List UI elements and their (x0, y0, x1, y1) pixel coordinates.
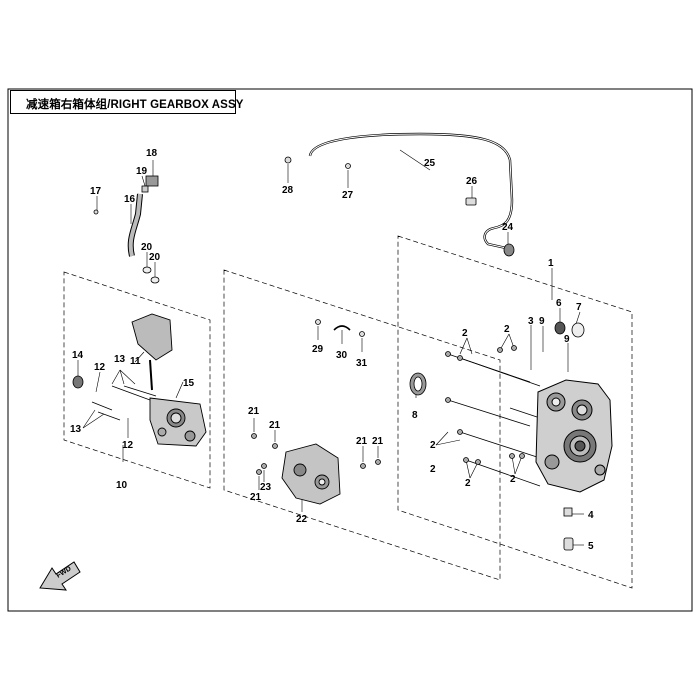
callout-27: 27 (342, 190, 354, 201)
callout-2: 2 (510, 474, 516, 485)
callout-20: 20 (149, 252, 161, 263)
callout-9: 9 (539, 316, 545, 327)
callout-5: 5 (588, 541, 594, 552)
breather-assembly (127, 175, 160, 284)
callout-1: 1 (548, 258, 554, 269)
callout-24: 24 (502, 222, 514, 233)
callout-23: 23 (260, 482, 272, 493)
middle-bracket-part (281, 443, 341, 505)
fwd-arrow: FWD (39, 561, 81, 591)
diagram-border (7, 88, 693, 612)
callout-21: 21 (248, 406, 260, 417)
callout-21: 21 (269, 420, 281, 431)
callout-16: 16 (124, 194, 136, 205)
bolt-set (91, 345, 547, 487)
callout-21: 21 (250, 492, 262, 503)
boundary-middle-assy (223, 269, 501, 581)
callout-22: 22 (296, 514, 308, 525)
callout-12: 12 (122, 440, 134, 451)
callout-17: 17 (90, 186, 102, 197)
small-parts (72, 156, 585, 551)
callout-25: 25 (424, 158, 436, 169)
callout-13: 13 (114, 354, 126, 365)
assembly-boundaries (63, 235, 633, 589)
callout-labels: 1 2 2 2 2 2 2 3 4 5 6 7 8 9 9 10 11 12 1… (70, 148, 594, 552)
callout-7: 7 (576, 302, 582, 313)
callout-19: 19 (136, 166, 148, 177)
callout-6: 6 (556, 298, 562, 309)
left-cover-part (131, 313, 207, 447)
callout-2: 2 (462, 328, 468, 339)
callout-26: 26 (466, 176, 478, 187)
callout-10: 10 (116, 480, 128, 491)
callout-28: 28 (282, 185, 294, 196)
shift-cable (308, 132, 514, 250)
callout-12: 12 (94, 362, 106, 373)
callout-30: 30 (336, 350, 348, 361)
callout-2: 2 (430, 464, 436, 475)
callout-21: 21 (372, 436, 384, 447)
title-box (10, 90, 236, 114)
callout-3: 3 (528, 316, 534, 327)
callout-4: 4 (588, 510, 594, 521)
boundary-case-assy (397, 235, 633, 589)
callout-21: 21 (356, 436, 368, 447)
callout-2: 2 (430, 440, 436, 451)
callout-18: 18 (146, 148, 158, 159)
callout-15: 15 (183, 378, 195, 389)
boundary-cover-assy (63, 271, 211, 489)
callout-31: 31 (356, 358, 368, 369)
callout-9: 9 (564, 334, 570, 345)
callout-14: 14 (72, 350, 84, 361)
callout-13: 13 (70, 424, 82, 435)
callout-11: 11 (130, 356, 141, 367)
diagram-title: 减速箱右箱体组/RIGHT GEARBOX ASSY (26, 99, 244, 111)
callout-20: 20 (141, 242, 153, 253)
right-gearbox-case (535, 379, 613, 493)
callout-2: 2 (504, 324, 510, 335)
callout-29: 29 (312, 344, 324, 355)
callout-8: 8 (412, 410, 418, 421)
callout-2: 2 (465, 478, 471, 489)
